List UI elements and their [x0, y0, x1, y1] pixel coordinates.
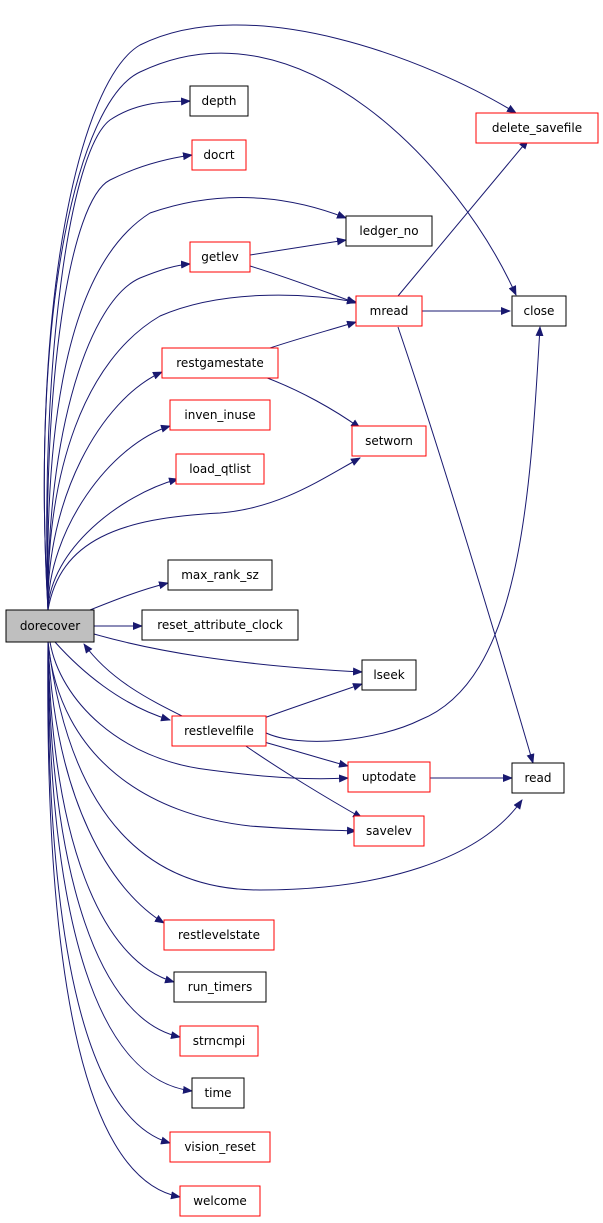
- edge-mread-read: [397, 326, 535, 764]
- node-label-max_rank_sz: max_rank_sz: [181, 568, 259, 582]
- node-label-restlevelstate: restlevelstate: [178, 928, 260, 942]
- node-uptodate[interactable]: uptodate: [347, 761, 431, 793]
- node-label-lseek: lseek: [373, 668, 404, 682]
- edge-layer: [43, 24, 544, 1200]
- node-label-savelev: savelev: [366, 824, 412, 838]
- node-restlevelfile[interactable]: restlevelfile: [171, 715, 267, 747]
- edge-dorecover-savelev: [47, 641, 357, 835]
- node-label-ledger_no: ledger_no: [359, 224, 418, 238]
- node-label-welcome: welcome: [193, 1194, 247, 1208]
- edge-dorecover-ledger_no: [47, 196, 347, 611]
- node-label-strncmpi: strncmpi: [193, 1034, 246, 1048]
- node-label-run_timers: run_timers: [188, 980, 252, 994]
- edge-restlevelfile-lseek: [263, 683, 363, 719]
- edge-getlev-ledger_no: [249, 237, 347, 256]
- edge-dorecover-strncmpi: [47, 641, 181, 1040]
- node-run_timers[interactable]: run_timers: [173, 971, 267, 1003]
- edge-dorecover-delete_savefile: [43, 24, 517, 611]
- edge-dorecover-getlev: [47, 260, 191, 611]
- node-close[interactable]: close: [511, 295, 567, 327]
- node-time[interactable]: time: [191, 1077, 245, 1109]
- edge-dorecover-time: [47, 641, 193, 1094]
- node-label-time: time: [204, 1086, 231, 1100]
- node-layer: dorecover depth docrt delete_savefile le…: [5, 85, 599, 1217]
- node-label-delete_savefile: delete_savefile: [492, 121, 582, 135]
- node-dorecover[interactable]: dorecover: [5, 609, 95, 643]
- node-docrt[interactable]: docrt: [191, 139, 247, 171]
- edge-dorecover-max_rank_sz: [89, 581, 169, 611]
- edge-dorecover-setworn: [47, 457, 361, 611]
- node-label-mread: mread: [370, 304, 409, 318]
- node-mread[interactable]: mread: [355, 295, 423, 327]
- edge-dorecover-depth: [46, 97, 191, 611]
- node-label-vision_reset: vision_reset: [184, 1140, 256, 1154]
- node-getlev[interactable]: getlev: [189, 241, 251, 273]
- node-ledger_no[interactable]: ledger_no: [345, 215, 433, 247]
- edge-dorecover-read: [47, 641, 523, 891]
- edge-dorecover-uptodate: [49, 641, 349, 783]
- node-strncmpi[interactable]: strncmpi: [179, 1025, 259, 1057]
- edge-dorecover-restlevelfile: [54, 641, 171, 722]
- edge-dorecover-load_qtlist: [47, 477, 179, 611]
- node-label-getlev: getlev: [201, 250, 239, 264]
- edge-dorecover-restgamestate: [47, 371, 163, 611]
- edge-dorecover-restlevelstate: [47, 641, 165, 924]
- node-welcome[interactable]: welcome: [179, 1185, 261, 1217]
- node-max_rank_sz[interactable]: max_rank_sz: [167, 559, 273, 591]
- node-label-uptodate: uptodate: [362, 770, 416, 784]
- node-label-setworn: setworn: [365, 434, 413, 448]
- edge-dorecover-docrt: [46, 152, 193, 611]
- node-label-read: read: [524, 771, 551, 785]
- node-reset_attribute_clock[interactable]: reset_attribute_clock: [141, 609, 299, 641]
- edge-restlevelfile-uptodate: [263, 741, 349, 768]
- node-label-depth: depth: [202, 94, 237, 108]
- edge-getlev-mread: [249, 265, 357, 304]
- edge-dorecover-run_timers: [47, 641, 175, 984]
- edge-dorecover-lseek: [93, 633, 363, 676]
- node-load_qtlist[interactable]: load_qtlist: [175, 453, 265, 485]
- node-vision_reset[interactable]: vision_reset: [169, 1131, 271, 1163]
- edge-dorecover-close: [43, 52, 517, 611]
- node-label-dorecover: dorecover: [20, 619, 80, 633]
- edge-mread-delete_savefile: [397, 139, 529, 297]
- node-inven_inuse[interactable]: inven_inuse: [169, 399, 271, 431]
- node-label-inven_inuse: inven_inuse: [184, 408, 255, 422]
- edge-dorecover-inven_inuse: [47, 424, 171, 611]
- node-depth[interactable]: depth: [189, 85, 249, 117]
- edge-restlevelfile-close: [263, 326, 544, 742]
- node-label-reset_attribute_clock: reset_attribute_clock: [157, 618, 283, 632]
- edge-dorecover-welcome: [47, 641, 181, 1200]
- node-savelev[interactable]: savelev: [353, 815, 425, 847]
- node-lseek[interactable]: lseek: [361, 659, 417, 691]
- node-setworn[interactable]: setworn: [351, 425, 427, 457]
- node-restgamestate[interactable]: restgamestate: [161, 347, 279, 379]
- node-label-load_qtlist: load_qtlist: [189, 462, 251, 476]
- node-delete_savefile[interactable]: delete_savefile: [475, 112, 599, 144]
- edge-restgamestate-mread: [269, 320, 357, 349]
- node-label-docrt: docrt: [203, 148, 234, 162]
- edge-dorecover-vision_reset: [47, 641, 171, 1145]
- node-read[interactable]: read: [511, 762, 565, 794]
- edge-dorecover-mread: [47, 294, 357, 611]
- edge-restlevelfile-savelev: [239, 741, 363, 819]
- node-label-restgamestate: restgamestate: [176, 356, 263, 370]
- edge-restgamestate-setworn: [261, 375, 361, 429]
- node-label-restlevelfile: restlevelfile: [184, 724, 254, 738]
- node-label-close: close: [524, 304, 555, 318]
- node-restlevelstate[interactable]: restlevelstate: [163, 919, 275, 951]
- edge-restlevelfile-dorecover: [83, 643, 183, 717]
